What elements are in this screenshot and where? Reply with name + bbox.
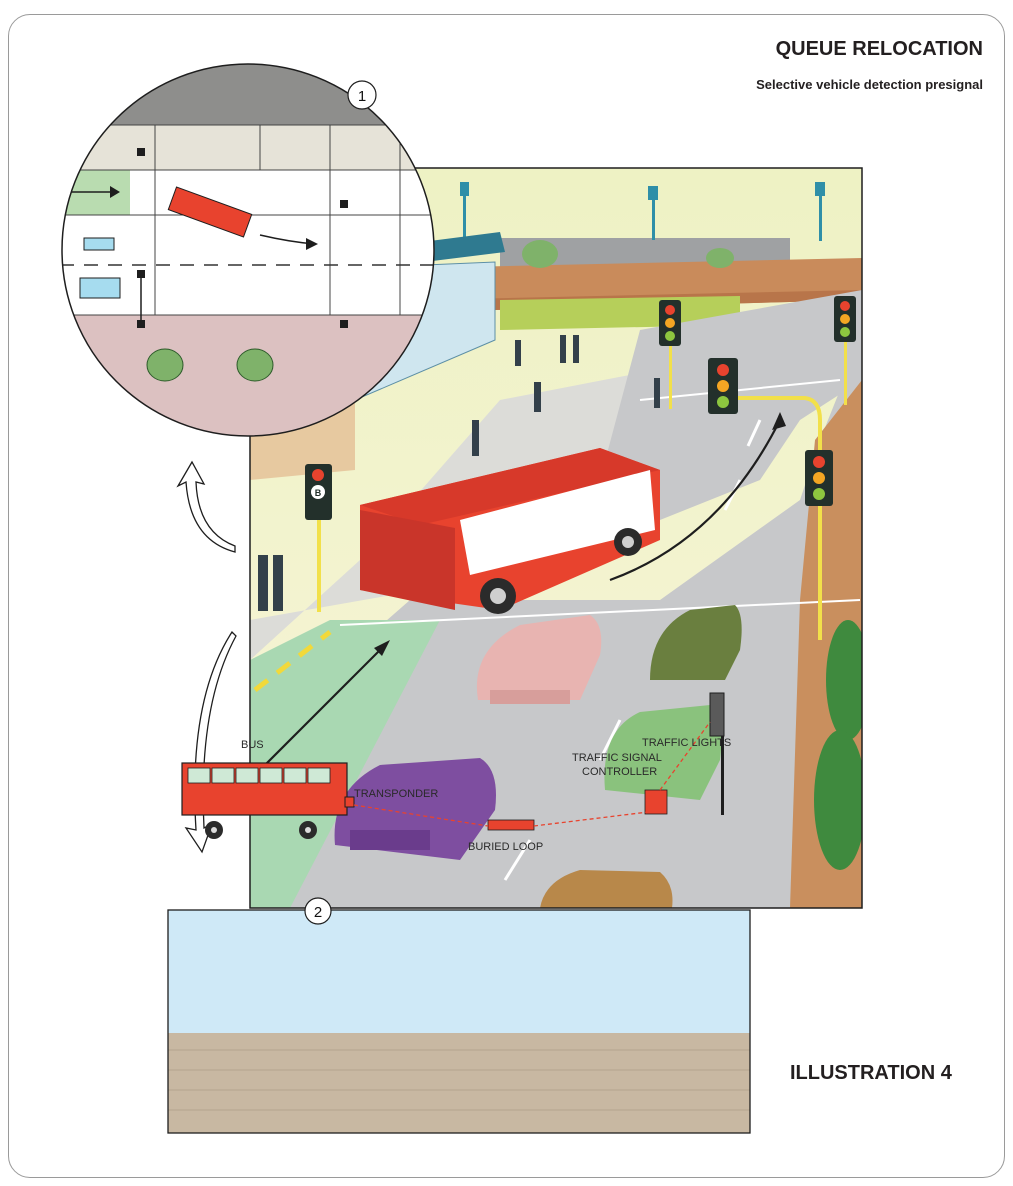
callout-one-number: 1 <box>358 88 366 105</box>
callout-two-number: 2 <box>314 904 322 921</box>
label-controller-line2: CONTROLLER <box>582 766 657 778</box>
car-pink <box>476 615 602 704</box>
callout-one-badge <box>347 80 377 110</box>
lane-markings <box>339 379 861 881</box>
label-controller-line1: TRAFFIC SIGNAL <box>572 752 662 764</box>
traffic-light-far-left <box>659 300 681 409</box>
car-brown <box>540 870 673 908</box>
buried-loop <box>487 819 535 831</box>
label-traffic-lights: TRAFFIC LIGHTS <box>642 737 731 749</box>
car-dark-green <box>650 605 742 680</box>
bus <box>360 448 660 614</box>
car-purple <box>334 758 496 860</box>
callout-two-badge <box>304 897 332 925</box>
light-poles <box>460 182 825 241</box>
label-transponder: TRANSPONDER <box>354 788 438 800</box>
label-buried-loop: BURIED LOOP <box>468 841 543 853</box>
car-green <box>604 705 722 800</box>
bus-marker-label: B <box>315 488 322 498</box>
signal-controller-box <box>644 789 668 815</box>
inset-circle-border <box>61 63 435 437</box>
illustration-frame <box>8 14 1005 1178</box>
detection-diagram-inset: 2 <box>167 692 751 1134</box>
diagram-border <box>167 909 751 1134</box>
pedestrians <box>258 335 660 611</box>
transponder-box <box>344 796 355 808</box>
detection-links <box>353 721 711 827</box>
street-scene-border <box>249 167 863 909</box>
traffic-light-mast-arm <box>708 358 833 640</box>
illustration-caption: ILLUSTRATION 4 <box>790 1062 952 1084</box>
bus-plan <box>167 186 253 238</box>
bus-side-view <box>181 762 355 839</box>
traffic-light-far-right <box>834 296 856 405</box>
roadside-trees <box>814 620 862 870</box>
label-bus: BUS <box>241 739 264 751</box>
page-subtitle: Selective vehicle detection presignal <box>756 77 983 92</box>
traffic-lights-head <box>709 692 725 737</box>
background-trees <box>522 240 734 268</box>
page-title: QUEUE RELOCATION <box>775 38 983 60</box>
presignal-with-bus-marker: B <box>305 464 332 612</box>
